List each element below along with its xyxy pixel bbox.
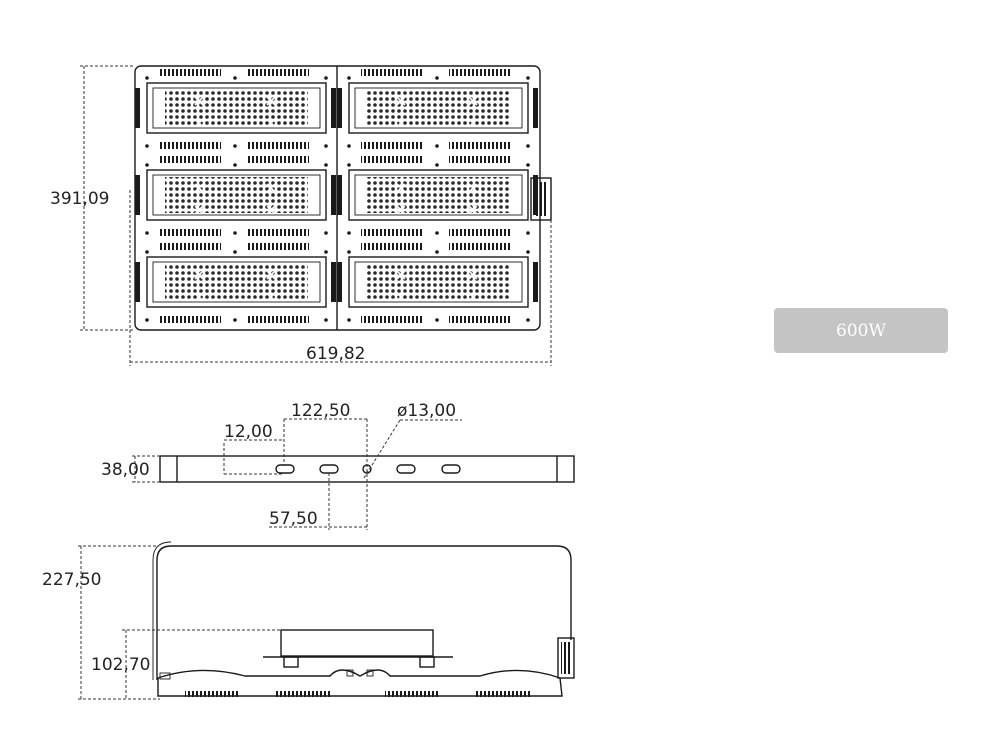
dim-hole-spacing: 122,50 xyxy=(291,401,350,421)
bracket-view: 38,00 12,00 122,50 ø13,00 57,50 xyxy=(101,401,575,530)
dim-height-total: 391,09 xyxy=(50,189,109,209)
front-view: 391,09 619,82 xyxy=(50,65,552,366)
dim-width-total: 619,82 xyxy=(306,344,365,364)
dim-body-height: 102,70 xyxy=(91,655,150,675)
dim-slot-pitch: 57,50 xyxy=(269,509,318,529)
led-modules xyxy=(135,69,538,323)
dim-hole-diameter: ø13,00 xyxy=(397,401,456,421)
u-bracket xyxy=(156,545,572,680)
side-view: 227,50 102,70 xyxy=(42,541,575,700)
housing xyxy=(157,669,563,697)
dim-slot-offset: 12,00 xyxy=(224,422,273,442)
wattage-600w-button[interactable]: 600W xyxy=(774,308,948,353)
dim-bracket-thickness: 38,00 xyxy=(101,460,150,480)
dim-side-height: 227,50 xyxy=(42,570,101,590)
